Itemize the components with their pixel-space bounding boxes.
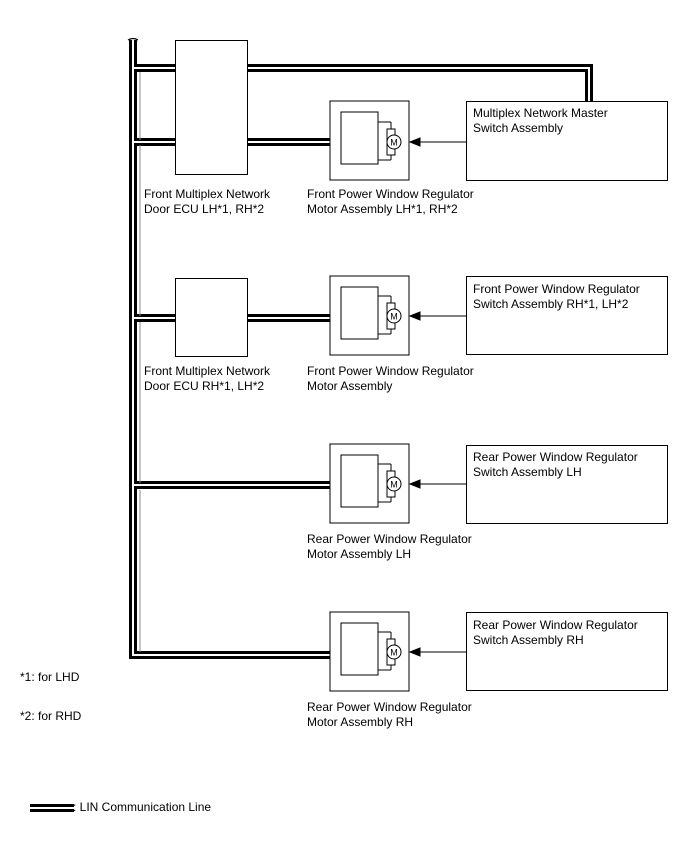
label-line: Rear Power Window Regulator [307,532,472,546]
ecu-rh-label: Front Multiplex Network Door ECU RH*1, L… [144,364,270,394]
legend-lin-label: : LIN Communication Line [73,800,212,814]
label-line: Switch Assembly [473,121,564,135]
switch-box-rear-lh [466,445,668,524]
label-line: Front Multiplex Network [144,187,271,201]
motor-letter: M [390,648,398,658]
label-line: Front Multiplex Network [144,364,271,378]
label-line: Motor Assembly LH [307,547,412,561]
motor-symbols [329,100,410,692]
motor-icon-rear-lh [329,443,410,524]
label-line: Front Power Window Regulator [473,282,640,296]
ecu-lh-label: Front Multiplex Network Door ECU LH*1, R… [144,187,270,217]
motor-letter: M [390,480,398,490]
motor-letter: M [390,138,398,148]
motor-letter: M [390,312,398,322]
ecu-box-rh [175,278,248,357]
switch-box-rear-rh [466,612,668,691]
motor-letters: M M M M [390,138,398,658]
signal-arrows [408,137,467,657]
motor-icon-front-lh [329,100,410,181]
label-line: Switch Assembly RH [473,633,584,647]
note-rhd: *2: for RHD [20,709,82,723]
label-line: Motor Assembly RH [307,715,414,729]
label-line: Motor Assembly LH*1, RH*2 [307,202,458,216]
label-line: Front Power Window Regulator [307,187,474,201]
label-line: Rear Power Window Regulator [307,700,472,714]
label-line: Door ECU RH*1, LH*2 [144,379,265,393]
label-line: Front Power Window Regulator [307,364,474,378]
ecu-box-lh [175,40,248,175]
motor-icon-rear-rh [329,611,410,692]
label-line: Door ECU LH*1, RH*2 [144,202,265,216]
motor-icon-front-rh [329,275,410,356]
switch-box-front [466,276,668,355]
motor-front-rh-label: Front Power Window Regulator Motor Assem… [307,364,474,394]
switch-box-master [466,101,668,181]
label-line: Multiplex Network Master [473,106,608,120]
label-line: Motor Assembly [307,379,393,393]
motor-rear-lh-label: Rear Power Window Regulator Motor Assemb… [307,532,472,562]
label-line: Rear Power Window Regulator [473,618,638,632]
motor-front-lh-label: Front Power Window Regulator Motor Assem… [307,187,474,217]
label-line: Rear Power Window Regulator [473,450,638,464]
switch-rear-lh-label: Rear Power Window Regulator Switch Assem… [473,450,638,480]
label-line: Switch Assembly LH [473,465,582,479]
label-line: Switch Assembly RH*1, LH*2 [473,297,629,311]
switch-master-label: Multiplex Network Master Switch Assembly [473,106,608,136]
switch-rear-rh-label: Rear Power Window Regulator Switch Assem… [473,618,638,648]
motor-rear-rh-label: Rear Power Window Regulator Motor Assemb… [307,700,472,730]
note-lhd: *1: for LHD [20,670,80,684]
switch-front-label: Front Power Window Regulator Switch Asse… [473,282,640,312]
